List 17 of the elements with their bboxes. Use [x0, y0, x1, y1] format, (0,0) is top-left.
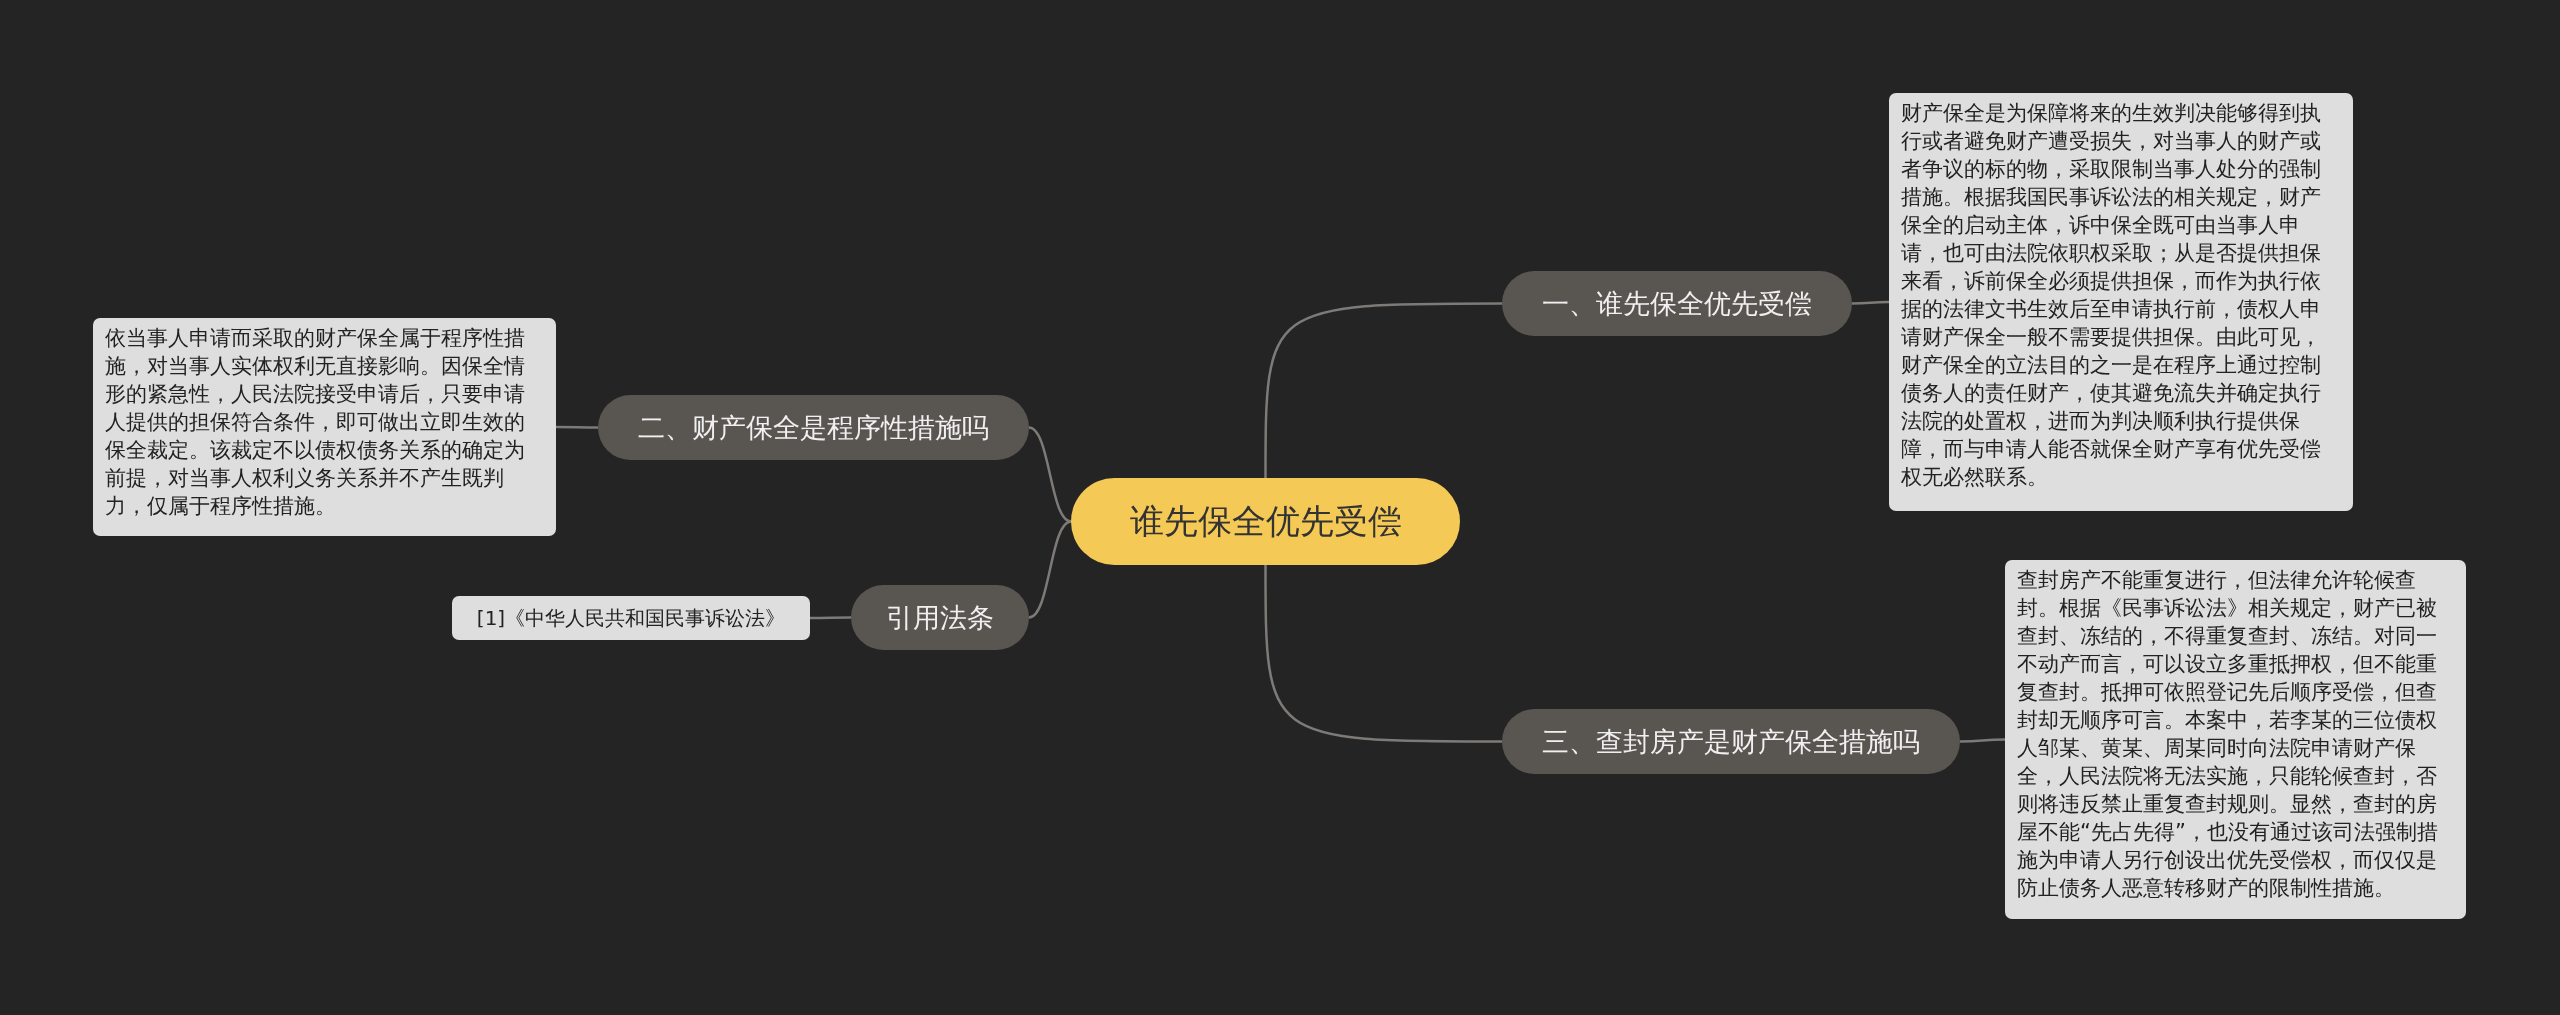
- note-card: 查封房产不能重复进行，但法律允许轮候查封。根据《民事诉讼法》相关规定，财产已被查封、冻结的，不得重复查封、冻结。对同一不动产而言，可以设立多重抵押权，但不能重复查封。抵押可依照登记先后顺序受偿，但查封却无顺序可言。本案中，若李某的三位债权人邹某、黄某、周某同时向法院申请财产保全，人民法院将无法实施，只能轮候查封，否则将违反禁止重复查封规则。显然，查封的房屋不能“先占先得”，也没有通过该司法强制措施为申请人另行创设出优先受偿权，而仅仅是防止债务人恶意转移财产的限制性措施。: [2005, 560, 2466, 919]
- connector-line: [810, 616, 851, 620]
- connector-line: [1264, 565, 1502, 743]
- connector-line: [1264, 302, 1502, 478]
- connector-line: [1028, 520, 1072, 619]
- connector-line: [556, 425, 598, 429]
- branch-topic: 一、谁先保全优先受偿: [1502, 271, 1852, 336]
- central-topic: 谁先保全优先受偿: [1071, 478, 1460, 565]
- reference-card: [1]《中华人民共和国民事诉讼法》: [452, 596, 810, 640]
- branch-topic: 三、查封房产是财产保全措施吗: [1502, 709, 1960, 774]
- connector-line: [1028, 426, 1072, 523]
- connector-line: [1960, 738, 2005, 743]
- note-card: 财产保全是为保障将来的生效判决能够得到执行或者避免财产遭受损失，对当事人的财产或者争议的标的物，采取限制当事人处分的强制措施。根据我国民事诉讼法的相关规定，财产保全的启动主体，诉中保全既可由当事人申请，也可由法院依职权采取；从是否提供担保来看，诉前保全必须提供担保，而作为执行依据的法律文书生效后至申请执行前，债权人申请财产保全一般不需要提供担保。由此可见，财产保全的立法目的之一是在程序上通过控制债务人的责任财产，使其避免流失并确定执行法院的处置权，进而为判决顺利执行提供保障，而与申请人能否就保全财产享有优先受偿权无必然联系。: [1889, 93, 2353, 511]
- note-card: 依当事人申请而采取的财产保全属于程序性措施，对当事人实体权利无直接影响。因保全情形的紧急性，人民法院接受申请后，只要申请人提供的担保符合条件，即可做出立即生效的保全裁定。该裁定不以债权债务关系的确定为前提，对当事人权利义务关系并不产生既判力，仅属于程序性措施。: [93, 318, 556, 536]
- connector-line: [1852, 300, 1889, 305]
- branch-topic: 引用法条: [851, 585, 1029, 650]
- branch-topic: 二、财产保全是程序性措施吗: [598, 395, 1029, 460]
